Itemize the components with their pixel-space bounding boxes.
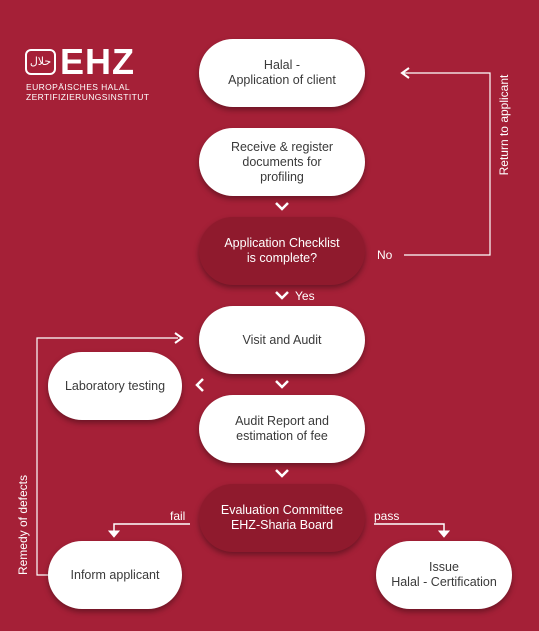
logo-line2: ZERTIFIZIERUNGSINSTITUT [26,92,150,102]
label-pass: pass [374,509,400,523]
node-laboratory-testing[interactable]: Laboratory testing [48,352,182,420]
logo-mark: حلال [25,49,56,75]
fail-arrowhead [107,530,121,538]
label-yes: Yes [295,289,315,303]
remedy-loop-line [36,337,178,576]
label-no: No [377,248,393,262]
label-fail: fail [170,509,186,523]
label-return-to-applicant: Return to applicant [497,74,511,176]
node-application[interactable]: Halal - Application of client [199,39,365,107]
label-remedy-of-defects: Remedy of defects [16,474,30,576]
pass-line [374,523,445,533]
node-checklist-decision[interactable]: Application Checklist is complete? [199,217,365,285]
remedy-arrowhead [174,332,184,344]
node-issue-certification[interactable]: Issue Halal - Certification [376,541,512,609]
logo-brand: EHZ [60,41,135,82]
pass-arrowhead [437,530,451,538]
node-visit-audit[interactable]: Visit and Audit [199,306,365,374]
return-arrowhead [400,67,410,79]
return-loop-line [404,72,491,256]
logo-line1: EUROPÄISCHES HALAL [26,82,131,92]
logo-arabic: حلال [29,55,52,68]
chevron-down-icon [275,291,289,300]
chevron-down-icon [275,469,289,478]
node-inform-applicant[interactable]: Inform applicant [48,541,182,609]
chevron-down-icon [275,380,289,389]
node-audit-report[interactable]: Audit Report and estimation of fee [199,395,365,463]
fail-line [113,523,190,533]
chevron-left-icon [195,378,204,392]
chevron-down-icon [275,202,289,211]
node-evaluation-committee[interactable]: Evaluation Committee EHZ-Sharia Board [199,484,365,552]
node-register[interactable]: Receive & register documents for profili… [199,128,365,196]
